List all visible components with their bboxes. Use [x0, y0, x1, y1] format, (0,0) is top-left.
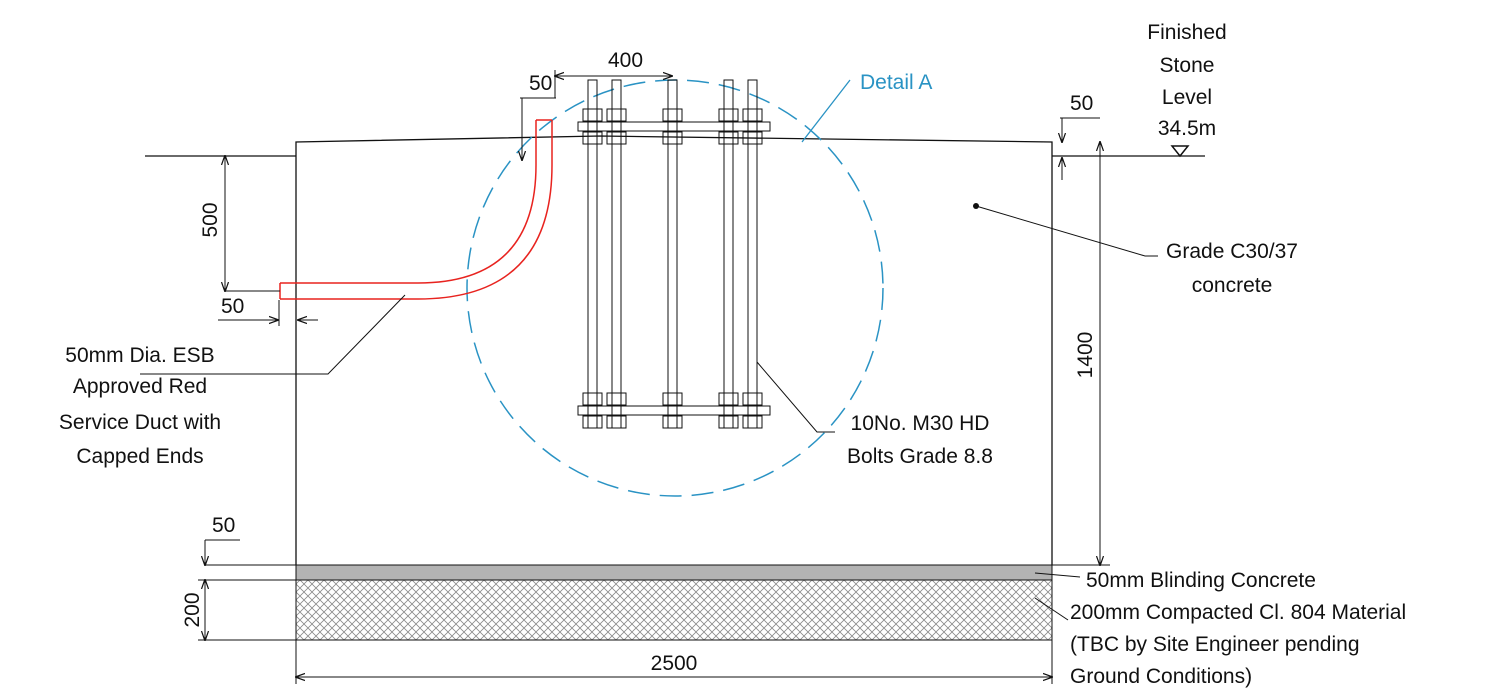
- material-label-line3: Ground Conditions): [1070, 665, 1252, 688]
- dim-duct-depth: 500: [199, 156, 296, 291]
- duct-leader: [140, 294, 406, 375]
- material-label: 200mm Compacted Cl. 804 Material (TBC by…: [1070, 601, 1406, 688]
- dim-blinding-value: 50: [212, 514, 235, 537]
- dim-foundation-depth: 1400: [1052, 142, 1110, 565]
- bolt: [582, 79, 603, 429]
- bolt: [606, 79, 627, 429]
- blinding-label: 50mm Blinding Concrete: [1086, 569, 1316, 592]
- duct-label-line4: Capped Ends: [76, 445, 203, 468]
- blinding-layer: [295, 564, 1053, 581]
- material-leader: [1034, 597, 1069, 621]
- duct-label-line1: 50mm Dia. ESB: [65, 344, 214, 367]
- concrete-label-line2: concrete: [1192, 274, 1273, 297]
- detail-a-label: Detail A: [860, 71, 932, 94]
- concrete-label-line1: Grade C30/37: [1166, 240, 1298, 263]
- bolts-label-line2: Bolts Grade 8.8: [847, 445, 993, 468]
- dim-blinding: 50: [205, 514, 296, 565]
- finished-level-line2: Stone: [1160, 54, 1215, 77]
- dim-top-offset: 50: [520, 72, 556, 160]
- finished-level-marker: Finished Stone Level 34.5m: [1147, 21, 1227, 158]
- dim-bolt-spacing: 400: [555, 49, 672, 98]
- dim-right-offset-value: 50: [1070, 92, 1093, 115]
- dim-duct-depth-value: 500: [199, 202, 222, 237]
- dim-base-width-value: 2500: [651, 652, 698, 675]
- concrete-block: [295, 135, 1053, 565]
- dim-material: 200: [181, 580, 296, 640]
- blinding-leader: [1034, 572, 1081, 578]
- material-label-line1: 200mm Compacted Cl. 804 Material: [1070, 601, 1406, 624]
- dim-top-offset-value: 50: [529, 72, 552, 95]
- dim-foundation-depth-value: 1400: [1074, 332, 1097, 379]
- bolt: [662, 79, 683, 429]
- duct-label-line2: Approved Red: [73, 375, 207, 398]
- detail-a-leader: [801, 79, 851, 143]
- detail-a-circle: [466, 79, 884, 497]
- dim-base-width: 2500: [296, 640, 1052, 684]
- duct-label-line3: Service Duct with: [59, 411, 221, 434]
- concrete-leader: [975, 205, 1158, 257]
- duct-label: 50mm Dia. ESB Approved Red Service Duct …: [59, 344, 221, 468]
- material-label-line2: (TBC by Site Engineer pending: [1070, 633, 1360, 656]
- bolts-label: 10No. M30 HD Bolts Grade 8.8: [847, 412, 993, 468]
- dim-bolt-spacing-value: 400: [608, 49, 643, 72]
- bolt: [718, 79, 739, 429]
- finished-level-line1: Finished: [1147, 21, 1226, 44]
- finished-level-line4: 34.5m: [1158, 117, 1216, 140]
- bolts-leader: [756, 361, 835, 433]
- concrete-label: Grade C30/37 concrete: [1166, 240, 1298, 297]
- service-duct: [279, 119, 553, 300]
- dim-duct-offset: 50: [218, 295, 318, 326]
- compacted-material-layer: [295, 579, 1053, 641]
- dim-right-offset: 50: [1060, 92, 1100, 180]
- finished-level-line3: Level: [1162, 86, 1212, 109]
- bolts-label-line1: 10No. M30 HD: [851, 412, 990, 435]
- dim-duct-offset-value: 50: [221, 295, 244, 318]
- bolt: [742, 79, 763, 429]
- hd-bolts-cage: [577, 79, 771, 429]
- dim-material-value: 200: [181, 592, 204, 627]
